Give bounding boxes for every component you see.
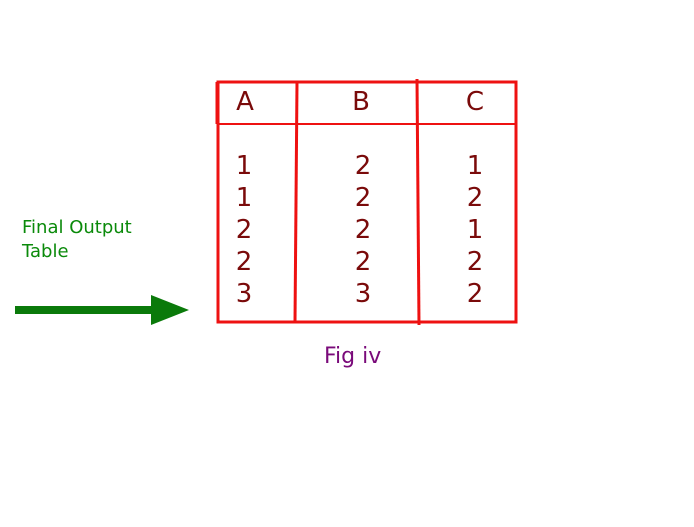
column-divider-bc	[415, 78, 421, 326]
table-cell: 2	[235, 247, 253, 277]
figure-caption: Fig iv	[324, 344, 382, 369]
table-cell: 1	[466, 215, 484, 245]
table-cell: 3	[235, 279, 253, 309]
table-cell: 2	[466, 247, 484, 277]
right-arrow-icon	[15, 295, 189, 325]
table-cell: 2	[235, 215, 253, 245]
table-cell: 2	[354, 151, 372, 181]
final-output-label: Final Output Table	[22, 216, 132, 264]
column-divider-ab	[293, 81, 299, 323]
table-cell: 2	[466, 183, 484, 213]
table-cell: 2	[354, 183, 372, 213]
output-table-grid	[215, 78, 518, 326]
table-cell: 2	[354, 247, 372, 277]
table-cell: 2	[466, 279, 484, 309]
column-b-values: 2 2 2 2 3	[333, 150, 393, 310]
column-a-values: 1 1 2 2 3	[214, 150, 274, 310]
table-cell: 1	[235, 183, 253, 213]
table-border	[216, 80, 518, 324]
table-cell: 1	[466, 151, 484, 181]
column-c-values: 1 2 1 2 2	[445, 150, 505, 310]
table-cell: 3	[354, 279, 372, 309]
table-cell: 1	[235, 151, 253, 181]
table-cell: 2	[354, 215, 372, 245]
column-header-b: B	[352, 87, 370, 117]
final-output-label-line2: Table	[22, 241, 69, 262]
column-header-a: A	[236, 87, 254, 117]
final-output-label-line1: Final Output	[22, 217, 132, 238]
column-header-c: C	[465, 87, 485, 117]
